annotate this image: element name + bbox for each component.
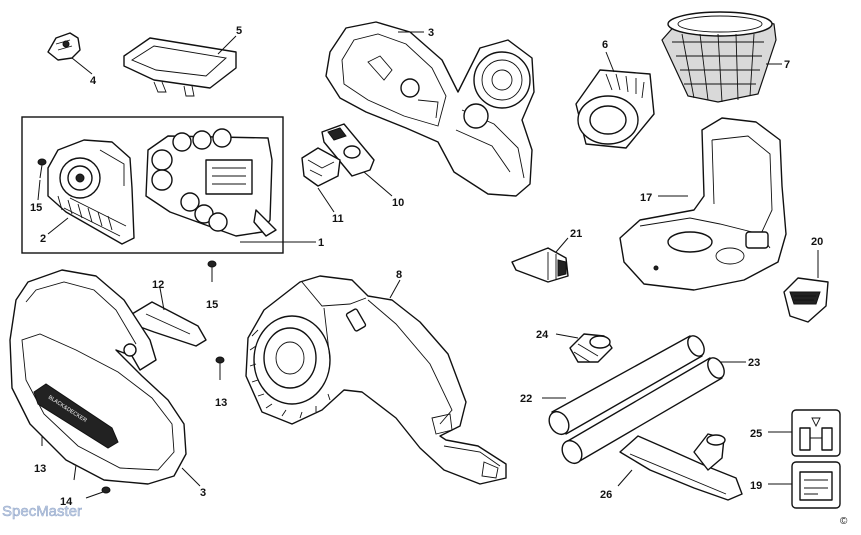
callout-1: 1 (318, 237, 324, 249)
part-8-vacuum-body (245, 275, 507, 485)
leader-11 (317, 187, 335, 213)
part-23-extension-tube (561, 357, 725, 465)
callout-15b: 15 (206, 299, 218, 311)
part-3-housing-top (325, 21, 535, 197)
callout-3b: 3 (200, 487, 206, 499)
part-24-adapter (569, 333, 613, 363)
watermark-logo: SpecMaster (2, 503, 82, 520)
copyright-symbol: © (840, 516, 848, 527)
callout-8: 8 (396, 269, 402, 281)
leader-26 (617, 469, 633, 487)
part-7-mesh-filter (661, 11, 777, 103)
callout-22: 22 (520, 393, 532, 405)
callout-6: 6 (602, 39, 608, 51)
leader-2 (47, 217, 69, 235)
part-2-motor-cover (47, 139, 135, 245)
part-20-plug (783, 277, 829, 323)
part-1-battery-pack (145, 128, 277, 237)
callout-3a: 3 (428, 27, 434, 39)
leader-12 (159, 287, 165, 311)
callout-11: 11 (332, 213, 344, 225)
callout-12: 12 (152, 279, 164, 291)
callout-23: 23 (748, 357, 760, 369)
leader-10 (363, 171, 393, 197)
callout-2: 2 (40, 233, 46, 245)
callout-24: 24 (536, 329, 549, 341)
callout-10: 10 (392, 197, 404, 209)
part-13-screw-a (215, 356, 225, 380)
part-21-crevice-nozzle (511, 247, 569, 283)
leader-4 (71, 57, 93, 75)
callout-4: 4 (90, 75, 97, 87)
leader-6 (605, 51, 615, 73)
callout-17: 17 (640, 192, 652, 204)
leader-24 (555, 333, 579, 339)
part-22-extension-tube (548, 335, 705, 436)
callout-5: 5 (236, 25, 242, 37)
callout-13a: 13 (215, 397, 227, 409)
callout-13b: 13 (34, 463, 46, 475)
part-25-attachment-icon (791, 409, 841, 457)
callout-25: 25 (750, 428, 762, 440)
callout-15a: 15 (30, 202, 42, 214)
leader-8 (389, 279, 401, 299)
part-15-screw-b (207, 260, 217, 282)
callout-21: 21 (570, 228, 582, 240)
part-11-bracket (301, 147, 341, 187)
part-19-storage-icon (791, 461, 841, 509)
part-26-floor-brush (619, 433, 743, 501)
leader-5 (217, 35, 237, 55)
assembly-box-1 (21, 116, 284, 254)
callout-20: 20 (811, 236, 823, 248)
part-4-clip (47, 32, 81, 61)
callout-14: 14 (60, 496, 73, 508)
callout-26: 26 (600, 489, 612, 501)
part-6-cone-filter (575, 69, 655, 149)
callout-19: 19 (750, 480, 762, 492)
part-17-charging-base (619, 117, 787, 291)
leader-3b (181, 467, 201, 487)
part-5-tray (123, 37, 237, 97)
callout-7: 7 (784, 59, 790, 71)
leader-21 (555, 237, 569, 253)
part-3-housing-side: BLACK&DECKER (9, 269, 187, 485)
part-15-screw-a (37, 158, 47, 179)
leader-15a (37, 179, 41, 201)
part-10-switch (321, 123, 375, 177)
